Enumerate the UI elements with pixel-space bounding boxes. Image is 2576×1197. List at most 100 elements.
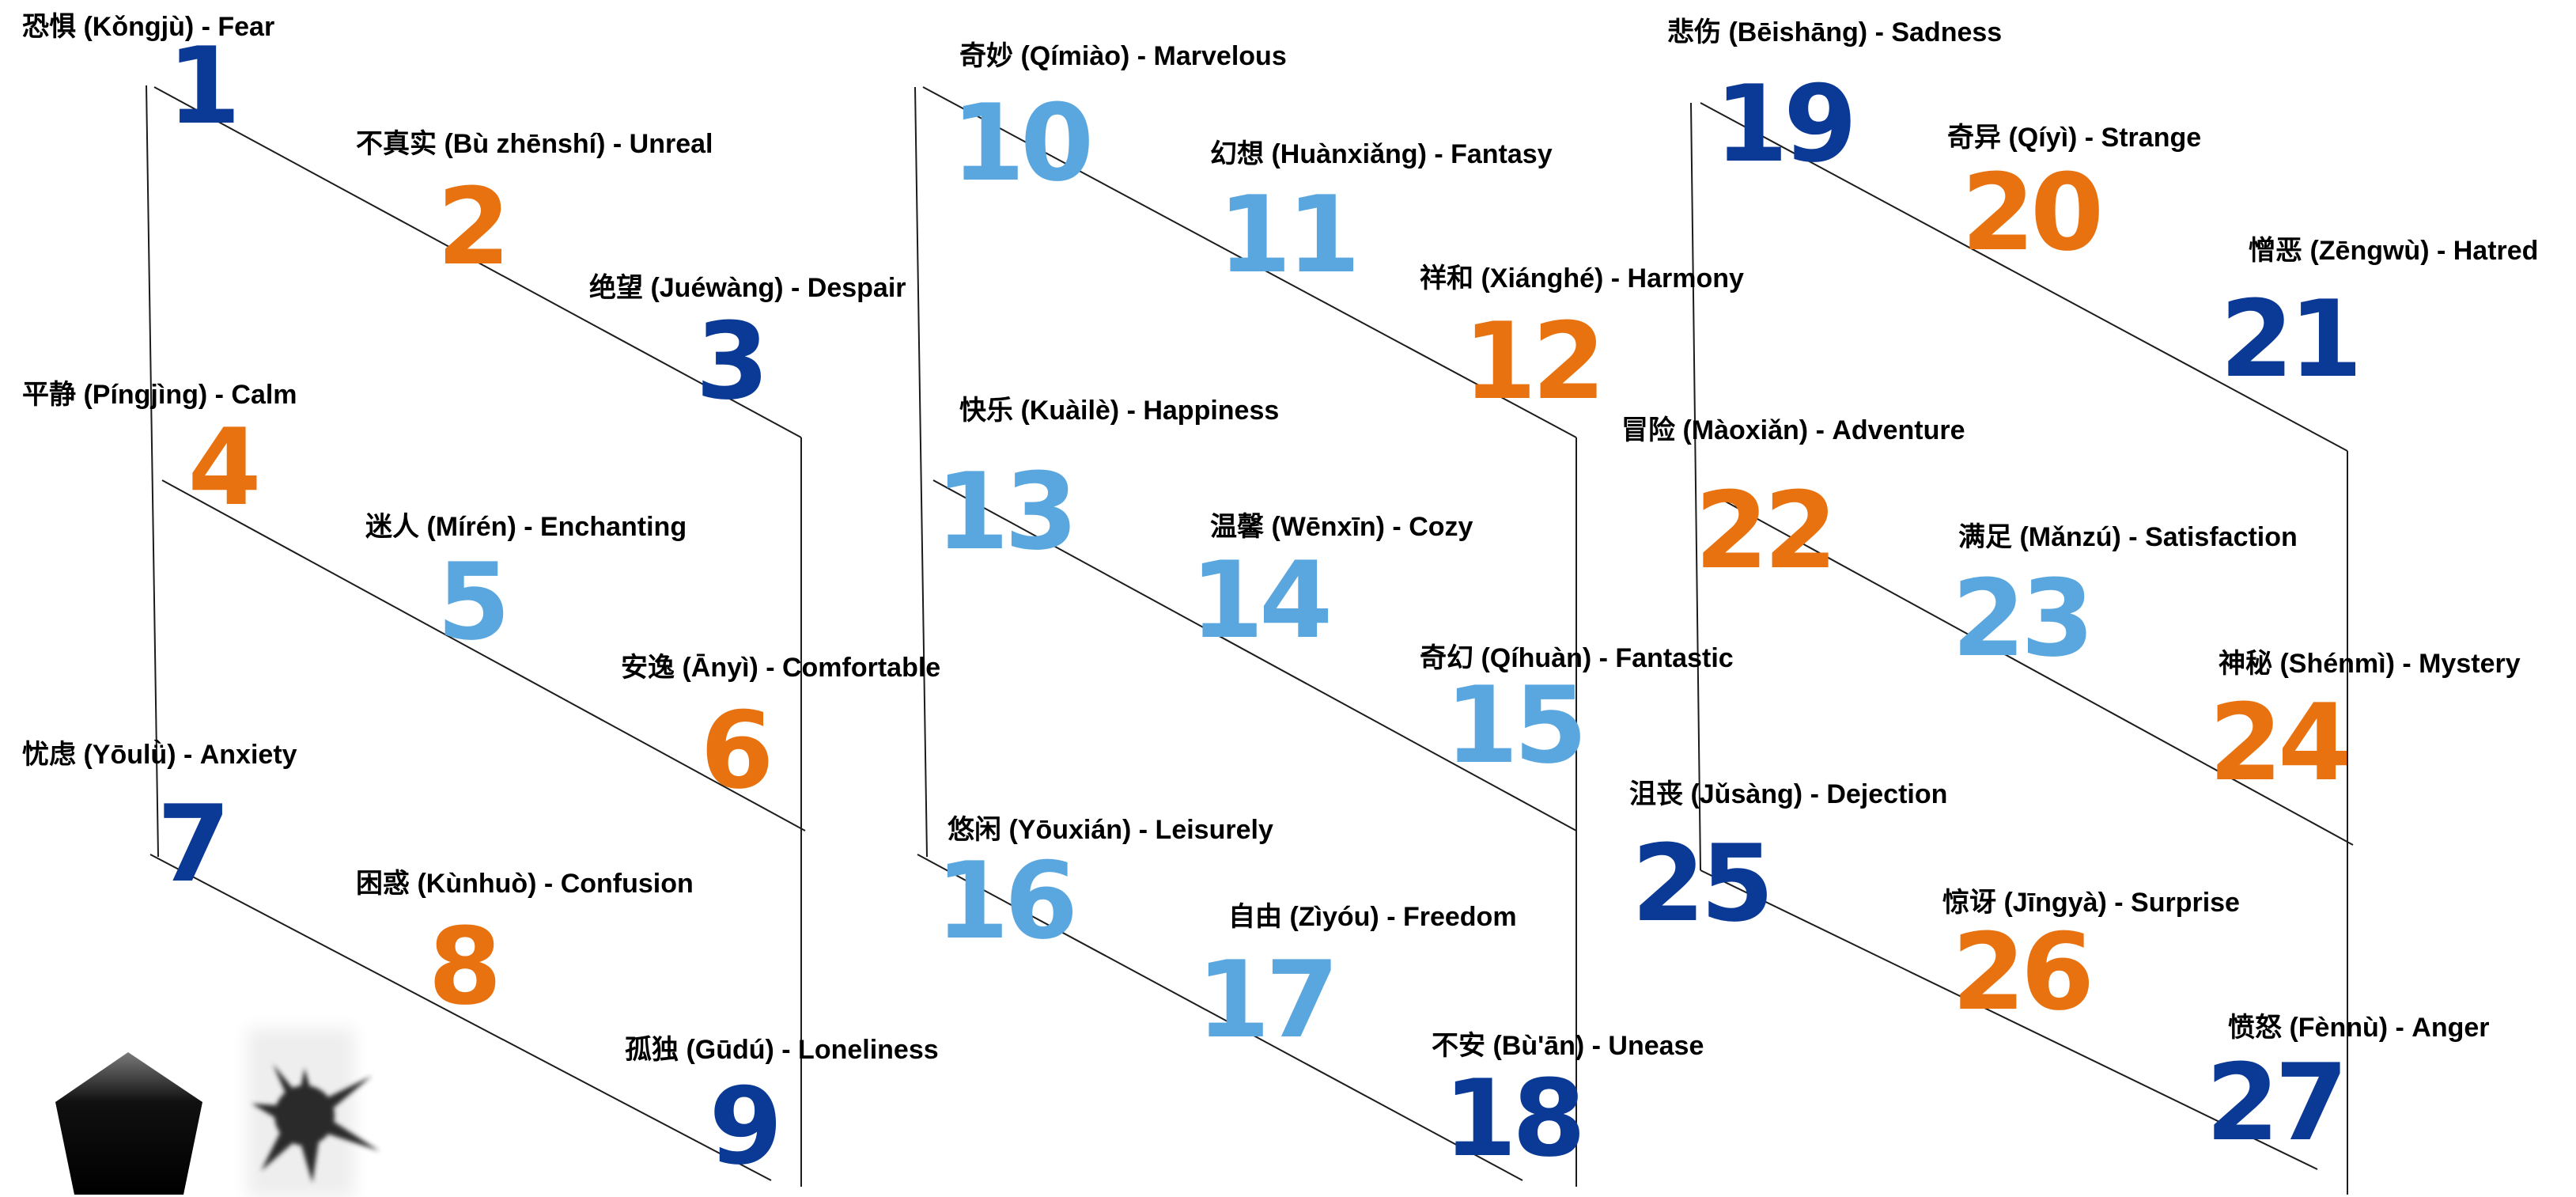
emotion-label: 满足 (Mǎnzú) - Satisfaction [1958, 522, 2298, 552]
panel-diagonal-3 [917, 854, 1523, 1181]
emotion-number: 15 [1445, 664, 1583, 787]
emotion-cell-5: 5迷人 (Mírén) - Enchanting [365, 512, 687, 664]
emotion-number: 8 [428, 905, 497, 1028]
emotion-number: 17 [1197, 938, 1334, 1062]
emotion-number: 3 [695, 300, 764, 423]
emotion-number: 27 [2206, 1041, 2343, 1165]
emotion-label: 奇妙 (Qímiào) - Marvelous [959, 41, 1287, 71]
emotion-label: 惊讶 (Jīngyà) - Surprise [1942, 888, 2240, 918]
emotion-label: 神秘 (Shénmì) - Mystery [2219, 649, 2521, 679]
panel-diagonal-1 [922, 86, 1577, 438]
emotion-number: 16 [936, 839, 1073, 963]
emotion-label: 奇异 (Qíyì) - Strange [1947, 123, 2201, 153]
emotion-number: 24 [2209, 681, 2347, 805]
panel-diagonal-2 [932, 479, 1577, 831]
emotion-number: 7 [157, 782, 225, 906]
panel-diagonal-1 [153, 86, 802, 438]
emotion-number: 18 [1443, 1057, 1581, 1180]
panel-diagonal-2 [1708, 491, 2354, 846]
emotion-cell-10: 10 奇妙 (Qímiào) - Marvelous [951, 41, 1287, 205]
emotion-number: 13 [936, 450, 1073, 574]
emotion-number: 11 [1218, 173, 1356, 297]
emotion-cells: 1恐惧 (Kǒngjù) - Fear 2 不真实 (Bù zhēnshí) - U… [22, 12, 2538, 1188]
panel-diagonal-2 [161, 479, 806, 831]
black-pentagon-icon [55, 1052, 202, 1195]
emotion-label: 困惑 (Kùnhuò) - Confusion [356, 869, 694, 899]
emotion-label: 祥和 (Xiánghé) - Harmony [1420, 263, 1744, 294]
emotion-cell-11: 11 幻想 (Huànxiǎng) - Fantasy [1210, 139, 1553, 297]
emotion-cell-21: 21 憎恶 (Zēngwù) - Hatred [2220, 235, 2539, 401]
emotion-cell-9: 9孤独 (Gūdú) - Loneliness [625, 1035, 939, 1188]
emotion-number: 9 [709, 1065, 777, 1188]
emotion-label: 幻想 (Huànxiǎng) - Fantasy [1210, 139, 1553, 169]
emotion-number: 5 [437, 540, 505, 664]
emotion-number: 12 [1463, 300, 1601, 423]
emotion-cell-13: 13 快乐 (Kuàilè) - Happiness [936, 396, 1280, 574]
emotion-cell-7: 7 忧虑 (Yōulǜ) - Anxiety [22, 740, 297, 906]
emotion-label: 悠闲 (Yōuxián) - Leisurely [948, 815, 1273, 845]
emotion-number: 25 [1632, 822, 1769, 945]
emotion-label: 恐惧 (Kǒngjù) - Fear [22, 12, 274, 42]
emotion-cell-25: 25 沮丧 (Jǔsàng) - Dejection [1629, 779, 1947, 945]
emotion-cell-2: 2 不真实 (Bù zhēnshí) - Unreal [356, 129, 713, 289]
panel-2-frame [914, 86, 1577, 1187]
emotion-label: 安逸 (Ānyì) - Comfortable [621, 653, 940, 683]
emotion-number: 4 [187, 406, 257, 529]
emotion-cell-4: 4平静 (Píngjìng) - Calm [22, 380, 297, 529]
panel-left-edge [146, 85, 159, 858]
panel-3-frame [1690, 102, 2354, 1195]
emotion-number: 2 [437, 165, 505, 289]
emotion-number: 21 [2220, 278, 2358, 401]
emotion-label: 温馨 (Wēnxīn) - Cozy [1210, 512, 1473, 542]
emotion-label: 孤独 (Gūdú) - Loneliness [625, 1035, 939, 1065]
panel-diagonal-3 [149, 854, 772, 1181]
emotion-label: 悲伤 (Bēishāng) - Sadness [1667, 17, 2002, 47]
emotion-number: 6 [700, 689, 769, 813]
emotion-cell-22: 22 冒险 (Màoxiǎn) - Adventure [1621, 415, 1965, 593]
panel-diagonal-1 [1700, 102, 2348, 452]
emotion-label: 沮丧 (Jǔsàng) - Dejection [1629, 779, 1947, 809]
emotion-number: 1 [167, 25, 236, 148]
emotion-label: 自由 (Zìyóu) - Freedom [1228, 902, 1517, 932]
emotion-label: 奇幻 (Qíhuàn) - Fantastic [1420, 643, 1734, 673]
emotion-number: 19 [1715, 63, 1852, 186]
emotion-label: 快乐 (Kuàilè) - Happiness [959, 396, 1279, 426]
emotion-label: 绝望 (Juéwàng) - Despair [589, 272, 906, 303]
emotion-cell-6: 6 安逸 (Ānyì) - Comfortable [621, 653, 940, 813]
emotion-label: 憎恶 (Zēngwù) - Hatred [2249, 235, 2538, 266]
panel-left-edge [914, 86, 928, 858]
panel-diagonal-3 [1700, 869, 2318, 1170]
emotion-number: 26 [1952, 911, 2090, 1034]
emotion-cell-1: 1恐惧 (Kǒngjù) - Fear [22, 12, 274, 148]
emotion-cell-19: 19 悲伤 (Bēishāng) - Sadness [1667, 17, 2002, 186]
ink-splatter-icon [248, 1028, 380, 1197]
emotion-cell-12: 12 祥和 (Xiánghé) - Harmony [1420, 263, 1744, 423]
emotion-label: 迷人 (Mírén) - Enchanting [365, 512, 687, 542]
emotion-label: 愤怒 (Fènnù) - Anger [2228, 1013, 2490, 1043]
emotion-label: 平静 (Píngjìng) - Calm [22, 380, 297, 410]
emotion-label: 冒险 (Màoxiǎn) - Adventure [1621, 415, 1965, 445]
emotion-label: 忧虑 (Yōulǜ) - Anxiety [22, 740, 297, 770]
emotion-number: 10 [951, 81, 1089, 205]
panel-grid-lines [146, 85, 2354, 1195]
emotion-cell-17: 17 自由 (Zìyóu) - Freedom [1197, 902, 1517, 1062]
emotion-number: 22 [1695, 469, 1833, 593]
panel-left-edge [1690, 102, 1701, 871]
emotion-cell-3: 3绝望 (Juéwàng) - Despair [589, 272, 906, 423]
emotion-label: 不真实 (Bù zhēnshí) - Unreal [356, 129, 713, 159]
emotion-number: 14 [1190, 539, 1329, 662]
emotion-label: 不安 (Bù'ān) - Unease [1432, 1031, 1704, 1061]
emotion-number: 20 [1961, 151, 2099, 275]
panel-1-frame [146, 85, 806, 1187]
emotion-cell-8: 8 困惑 (Kùnhuò) - Confusion [356, 869, 694, 1028]
